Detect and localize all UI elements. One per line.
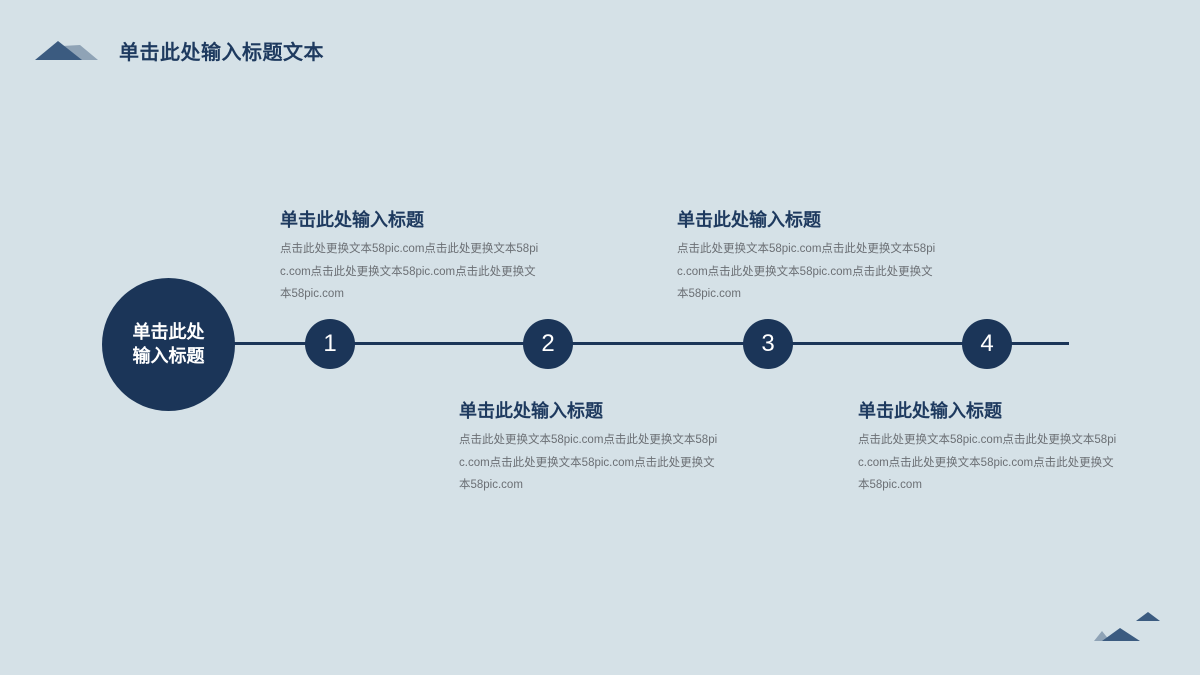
hub-label: 单击此处输入标题 <box>132 321 205 367</box>
node-number: 3 <box>761 330 775 357</box>
card-title[interactable]: 单击此处输入标题 <box>459 401 603 422</box>
timeline-card-4: 单击此处输入标题 点击此处更换文本58pic.com点击此处更换文本58pic.… <box>858 399 1128 497</box>
timeline-card-1: 单击此处输入标题 点击此处更换文本58pic.com点击此处更换文本58pic.… <box>280 208 550 306</box>
node-number: 1 <box>323 330 337 357</box>
card-title[interactable]: 单击此处输入标题 <box>858 401 1002 422</box>
mountain-icon <box>1094 612 1160 641</box>
mountain-icon <box>35 41 98 60</box>
node-number: 2 <box>541 330 555 357</box>
card-body[interactable]: 点击此处更换文本58pic.com点击此处更换文本58pic.com点击此处更换… <box>280 243 539 300</box>
timeline-node-3[interactable]: 3 <box>743 319 793 369</box>
timeline-hub[interactable]: 单击此处输入标题 <box>102 278 235 411</box>
card-body[interactable]: 点击此处更换文本58pic.com点击此处更换文本58pic.com点击此处更换… <box>459 434 718 491</box>
timeline-card-2: 单击此处输入标题 点击此处更换文本58pic.com点击此处更换文本58pic.… <box>459 399 729 497</box>
timeline-node-2[interactable]: 2 <box>523 319 573 369</box>
timeline-card-3: 单击此处输入标题 点击此处更换文本58pic.com点击此处更换文本58pic.… <box>677 208 947 306</box>
timeline-line <box>230 342 1069 345</box>
timeline-node-4[interactable]: 4 <box>962 319 1012 369</box>
card-title[interactable]: 单击此处输入标题 <box>280 210 424 231</box>
page-title[interactable]: 单击此处输入标题文本 <box>119 40 324 64</box>
timeline-node-1[interactable]: 1 <box>305 319 355 369</box>
card-body[interactable]: 点击此处更换文本58pic.com点击此处更换文本58pic.com点击此处更换… <box>677 243 936 300</box>
card-title[interactable]: 单击此处输入标题 <box>677 210 821 231</box>
card-body[interactable]: 点击此处更换文本58pic.com点击此处更换文本58pic.com点击此处更换… <box>858 434 1117 491</box>
node-number: 4 <box>980 330 994 357</box>
